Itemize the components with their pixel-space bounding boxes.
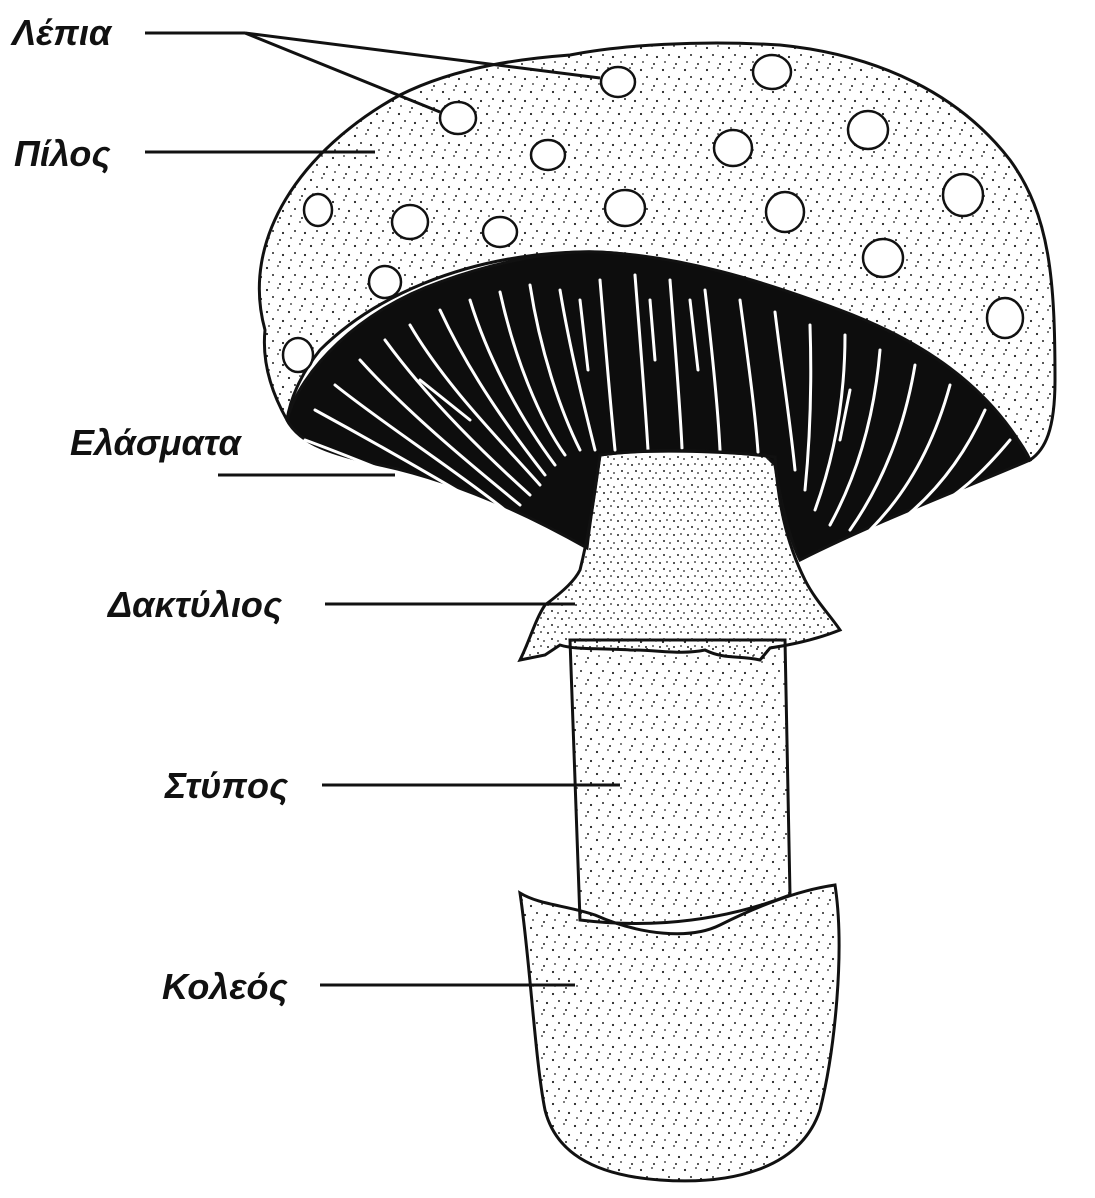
label-scales: Λέπια [10,12,113,53]
label-stem: Στύπος [164,765,289,806]
label-volva: Κολεός [162,966,289,1007]
label-ring: Δακτύλιος [106,584,283,625]
stem [570,640,790,924]
label-gills: Ελάσματα [70,422,242,463]
volva [520,885,839,1181]
label-cap: Πίλος [14,133,111,174]
